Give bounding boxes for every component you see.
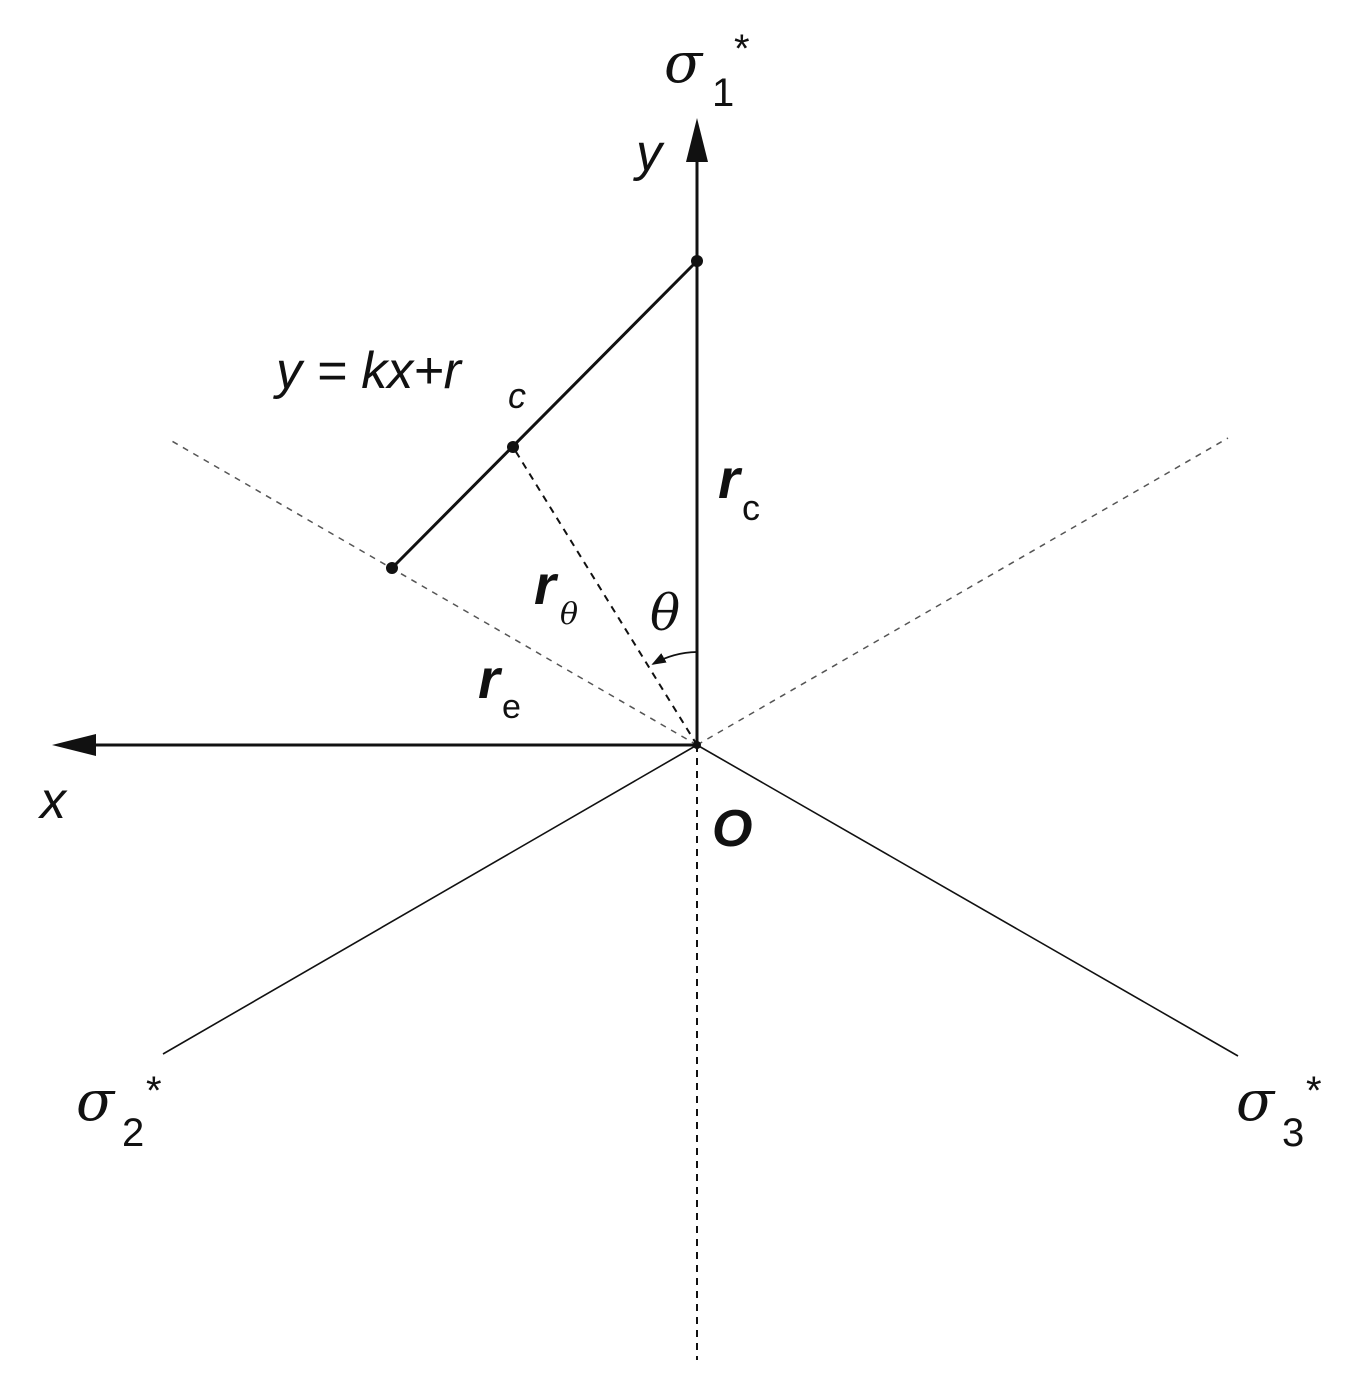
svg-text:r: r <box>718 447 743 510</box>
point-origin <box>693 741 701 749</box>
svg-text:*: * <box>1306 1069 1322 1113</box>
y-axis-arrowhead <box>686 118 708 162</box>
y-axis-label: y <box>633 124 665 182</box>
theta-angle-arc <box>651 651 698 665</box>
svg-text:r: r <box>534 553 559 616</box>
dashed-reference-line-left <box>169 439 698 746</box>
sigma1-label: σ 1 * <box>664 27 750 115</box>
sigma2-axis <box>162 744 698 1055</box>
svg-text:c: c <box>508 375 526 416</box>
theta-label: θ <box>650 584 680 642</box>
sigma2-label: σ 2 * <box>76 1069 162 1155</box>
point-re <box>386 562 398 574</box>
svg-text:2: 2 <box>122 1111 144 1155</box>
svg-text:*: * <box>146 1069 162 1113</box>
origin-label: O <box>712 800 752 858</box>
svg-text:y = kx+r: y = kx+r <box>273 342 464 400</box>
svg-text:*: * <box>734 27 750 71</box>
point-r-theta <box>507 441 519 453</box>
svg-text:θ: θ <box>560 597 578 632</box>
sigma3-label: σ 3 * <box>1236 1069 1322 1155</box>
svg-text:1: 1 <box>712 71 734 115</box>
svg-text:σ: σ <box>76 1069 116 1134</box>
x-axis-label: x <box>37 772 68 830</box>
svg-text:e: e <box>502 688 521 726</box>
svg-text:c: c <box>742 487 760 528</box>
sigma3-axis <box>696 744 1239 1057</box>
x-axis-arrowhead <box>52 734 96 756</box>
line-equation-label: y = kx+r c <box>273 342 526 416</box>
dashed-reference-line-right <box>696 437 1229 746</box>
re-label: r e <box>478 647 521 726</box>
r-theta-radius <box>512 446 698 746</box>
svg-text:3: 3 <box>1282 1111 1304 1155</box>
svg-text:r: r <box>478 647 503 710</box>
svg-text:σ: σ <box>664 31 704 96</box>
failure-line-segment <box>390 259 699 570</box>
svg-text:σ: σ <box>1236 1069 1276 1134</box>
rc-label: r c <box>718 447 760 528</box>
r-theta-label: r θ <box>534 553 578 632</box>
point-rc <box>691 255 703 267</box>
